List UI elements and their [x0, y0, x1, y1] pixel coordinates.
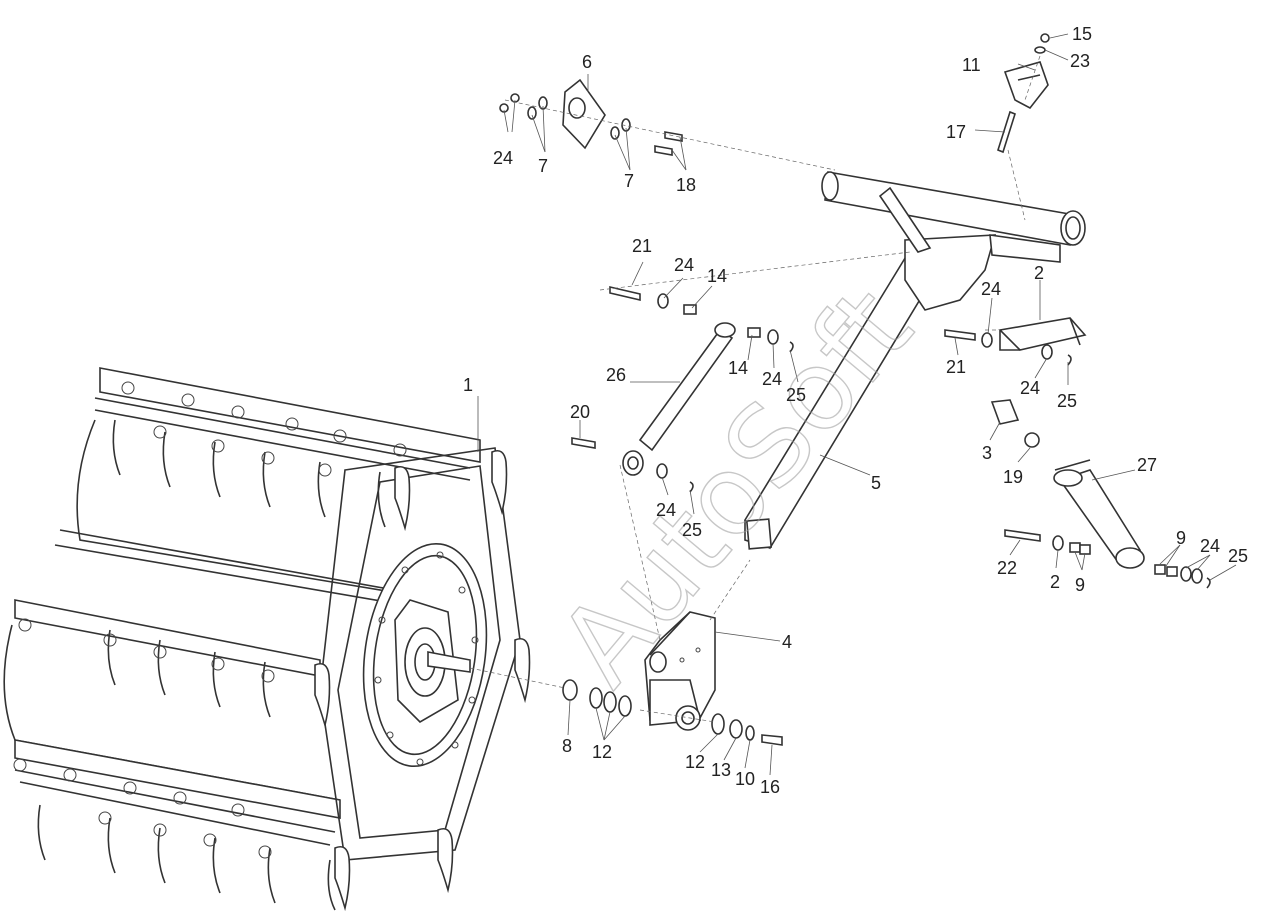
guard	[1003, 61, 1049, 110]
callout-13: 13	[711, 760, 731, 780]
mount-plate	[562, 78, 606, 150]
callout-21: 21	[946, 357, 966, 377]
callout-18: 18	[676, 175, 696, 195]
callout-24: 24	[981, 279, 1001, 299]
callout-14: 14	[707, 266, 727, 286]
callout-8: 8	[562, 736, 572, 756]
main-frame	[744, 171, 1086, 550]
callout-labels: 1 6 24 7 7 18 11 15 23 17 21 24 14 2 24 …	[463, 24, 1248, 797]
callout-24: 24	[656, 500, 676, 520]
callout-25: 25	[786, 385, 806, 405]
callout-12: 12	[685, 752, 705, 772]
callout-24: 24	[762, 369, 782, 389]
callout-21: 21	[632, 236, 652, 256]
center-lines	[469, 55, 1041, 723]
callout-16: 16	[760, 777, 780, 797]
reel-assembly	[3, 367, 531, 912]
callout-3: 3	[982, 443, 992, 463]
callout-2: 2	[1034, 263, 1044, 283]
callout-2: 2	[1050, 572, 1060, 592]
callout-7: 7	[538, 156, 548, 176]
hardware	[499, 33, 1211, 746]
hinge-bracket	[998, 317, 1087, 351]
callout-7: 7	[624, 171, 634, 191]
callout-5: 5	[871, 473, 881, 493]
callout-9: 9	[1176, 528, 1186, 548]
callout-15: 15	[1072, 24, 1092, 44]
damper-cylinder	[622, 322, 736, 476]
callout-4: 4	[782, 632, 792, 652]
callout-20: 20	[570, 402, 590, 422]
callout-24: 24	[1020, 378, 1040, 398]
callout-25: 25	[1228, 546, 1248, 566]
callout-12: 12	[592, 742, 612, 762]
callout-19: 19	[1003, 467, 1023, 487]
callout-24: 24	[674, 255, 694, 275]
callout-22: 22	[997, 558, 1017, 578]
callout-25: 25	[682, 520, 702, 540]
callout-27: 27	[1137, 455, 1157, 475]
leader-lines	[477, 33, 1237, 776]
callout-1: 1	[463, 375, 473, 395]
callout-26: 26	[606, 365, 626, 385]
callout-23: 23	[1070, 51, 1090, 71]
callout-25: 25	[1057, 391, 1077, 411]
callout-10: 10	[735, 769, 755, 789]
callout-6: 6	[582, 52, 592, 72]
callout-14: 14	[728, 358, 748, 378]
callout-11: 11	[962, 55, 981, 75]
callout-24: 24	[1200, 536, 1220, 556]
callout-17: 17	[946, 122, 966, 142]
callout-24: 24	[493, 148, 513, 168]
callout-9: 9	[1075, 575, 1085, 595]
hydraulic-cylinder	[1053, 459, 1145, 569]
